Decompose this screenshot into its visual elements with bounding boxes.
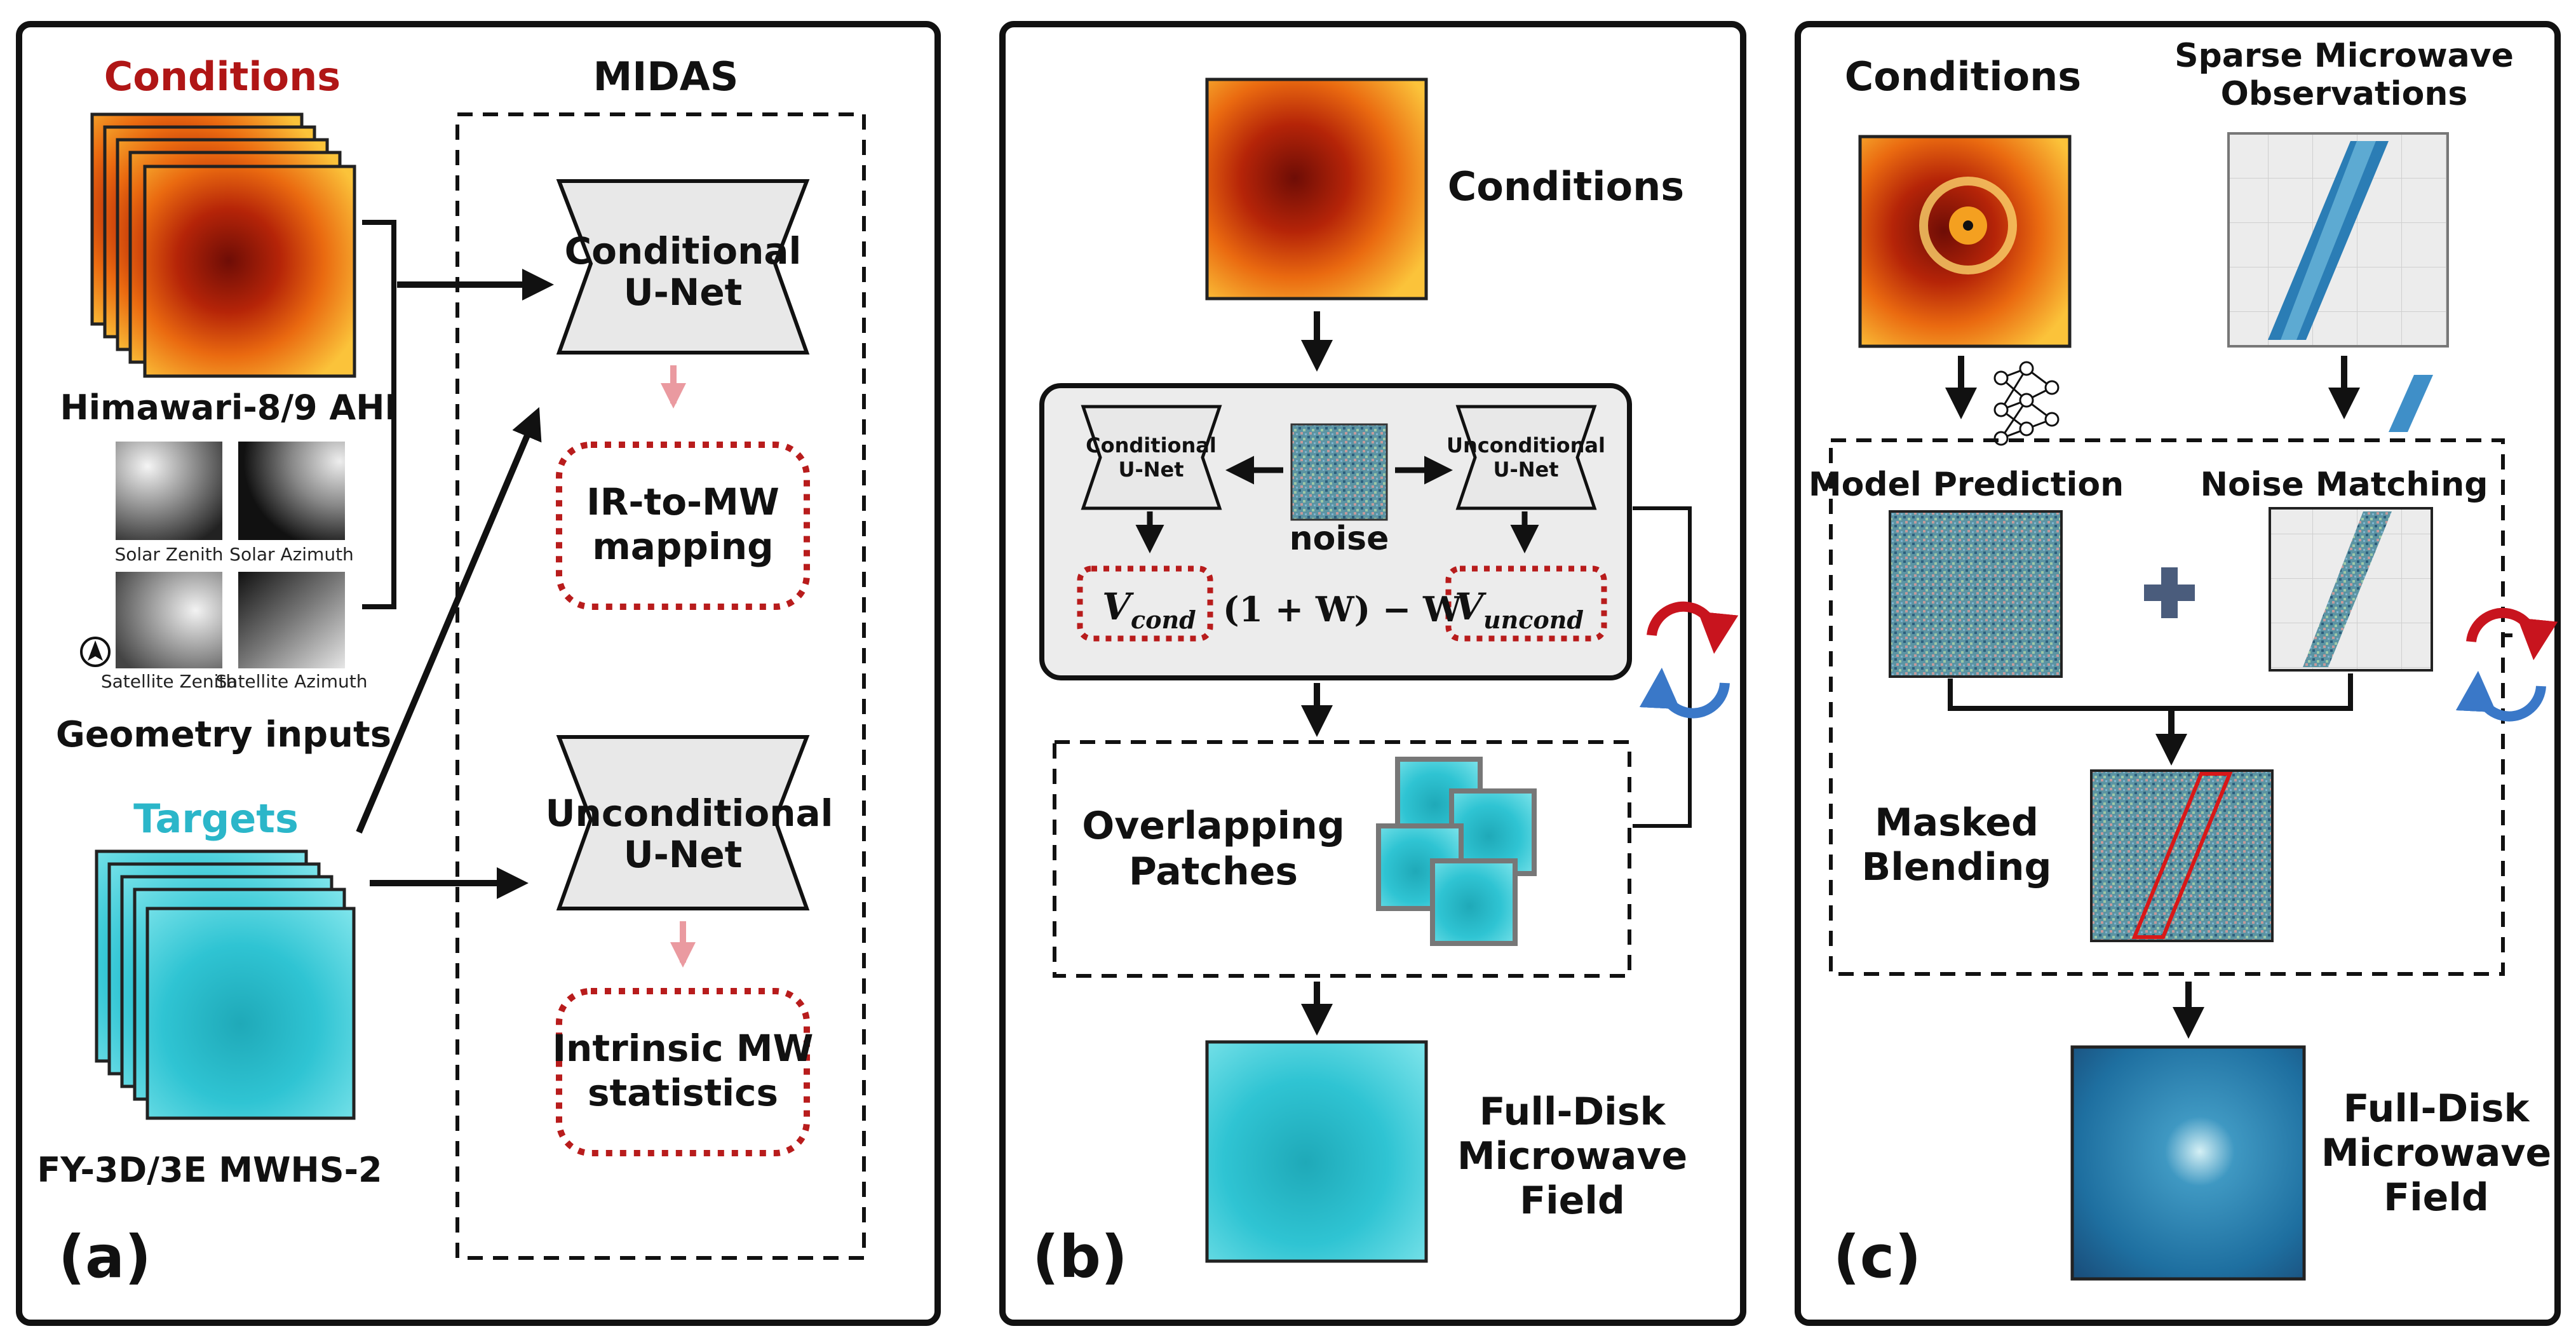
overlap-box [1053, 740, 1631, 978]
panel-c-field-image [2070, 1045, 2306, 1281]
formula-middle: (1 + W) − W [1223, 589, 1462, 630]
model-prediction-label: Model Prediction [1809, 466, 2124, 504]
panel-a-targets-title: Targets [133, 795, 299, 842]
panel-b-label: (b) [1032, 1223, 1128, 1291]
fy3-image-stack [95, 849, 356, 1120]
neural-network-icon [1993, 361, 2060, 446]
panel-c-frame [1795, 21, 2561, 1326]
formula: Vcond [1102, 585, 1196, 634]
cycle-icon-c [2455, 607, 2558, 722]
solar-azimuth-image [238, 442, 345, 540]
intrinsic-line1: Intrinsic MW [552, 1027, 813, 1070]
model-prediction-image [1889, 510, 2063, 678]
solar-zenith-label: Solar Zenith [115, 544, 224, 565]
satellite-azimuth-image [238, 572, 345, 668]
panel-b-conditions-image [1205, 78, 1428, 301]
himawari-label: Himawari-8/9 AHI [60, 388, 397, 428]
ir-to-mw-line1: IR-to-MW [586, 480, 779, 524]
panel-c-field-line3: Field [2384, 1175, 2489, 1220]
noise-image [1290, 423, 1388, 521]
plus-icon [2144, 567, 2195, 618]
panel-b-unconditional-unet [1455, 405, 1597, 510]
panel-b-conditions-label: Conditions [1448, 163, 1684, 210]
solar-azimuth-label: Solar Azimuth [229, 544, 354, 565]
ir-to-mw-line2: mapping [592, 525, 773, 568]
panel-b-uncond-unet-line2: U-Net [1493, 457, 1558, 482]
panel-b-conditional-unet [1081, 405, 1222, 510]
panel-a-midas-title: MIDAS [593, 53, 739, 100]
panel-a-uncond-unet-line1: Unconditional [545, 792, 833, 835]
fy3-label: FY-3D/3E MWHS-2 [37, 1150, 382, 1190]
masked-line1: Masked [1875, 801, 2039, 845]
panel-a-label: (a) [58, 1223, 151, 1291]
midas-box [455, 112, 866, 1260]
sparse-line2: Observations [2221, 75, 2468, 113]
panel-a-conditions-title: Conditions [104, 53, 341, 100]
noise-label: noise [1290, 520, 1389, 558]
panel-b-cond-unet-line1: Conditional [1086, 433, 1217, 457]
panel-c-conditions-title: Conditions [1845, 53, 2081, 100]
panel-a-frame [16, 21, 941, 1326]
satellite-zenith-image [116, 572, 222, 668]
sparse-line1: Sparse Microwave [2175, 37, 2514, 75]
sparse-observations-image [2227, 132, 2449, 348]
formula-uncond: Vuncond [1455, 585, 1584, 634]
masked-blending-image [2090, 769, 2274, 942]
v-uncond-box [1445, 565, 1607, 642]
panel-c-label: (c) [1833, 1223, 1922, 1291]
cycle-icon-b [1639, 601, 1739, 719]
panel-b-field-image [1205, 1040, 1428, 1263]
feedback-loop-line [1633, 506, 1692, 828]
panel-c-conditions-image [1858, 135, 2072, 348]
arrow-targets-to-cond-unet [356, 407, 542, 834]
geometry-inputs-label: Geometry inputs [56, 714, 391, 755]
panel-b-field-line2: Microwave [1457, 1134, 1687, 1179]
panel-b-frame [999, 21, 1746, 1326]
solar-zenith-image [116, 442, 222, 540]
blending-box [1829, 438, 2505, 976]
noise-matching-image [2269, 507, 2433, 672]
masked-line2: Blending [1862, 845, 2052, 889]
panel-c-field-line2: Microwave [2321, 1131, 2551, 1175]
intrinsic-mw-box [556, 988, 810, 1156]
north-arrow-icon [80, 637, 111, 667]
panel-a-uncond-unet-line2: U-Net [624, 833, 743, 876]
panel-b-field-line1: Full-Disk [1480, 1090, 1667, 1134]
overlap-line1: Overlapping [1082, 804, 1345, 848]
noise-matching-label: Noise Matching [2201, 466, 2488, 504]
merge-lines [1948, 673, 2353, 711]
panel-b-cond-unet-line2: U-Net [1118, 457, 1183, 482]
overlap-line2: Patches [1129, 849, 1298, 894]
panel-b-field-line3: Field [1520, 1179, 1625, 1223]
inputs-bracket [362, 220, 396, 609]
himawari-image-stack [90, 112, 356, 378]
intrinsic-line2: statistics [588, 1071, 778, 1114]
panel-a-cond-unet-line2: U-Net [624, 271, 743, 314]
v-cond-box [1077, 565, 1213, 642]
panel-c-field-line1: Full-Disk [2343, 1086, 2531, 1131]
overlapping-patches-icon [1376, 757, 1537, 946]
panel-a-cond-unet-line1: Conditional [565, 229, 802, 273]
panel-a-conditional-unet [556, 179, 810, 355]
satellite-zenith-label: Satellite Zenith [101, 671, 237, 692]
satellite-azimuth-label: Satellite Azimuth [216, 671, 368, 692]
ir-to-mw-box [556, 442, 810, 610]
panel-a-unconditional-unet [556, 735, 810, 910]
swath-icon [2389, 375, 2433, 432]
panel-b-uncond-unet-line1: Unconditional [1446, 433, 1605, 457]
